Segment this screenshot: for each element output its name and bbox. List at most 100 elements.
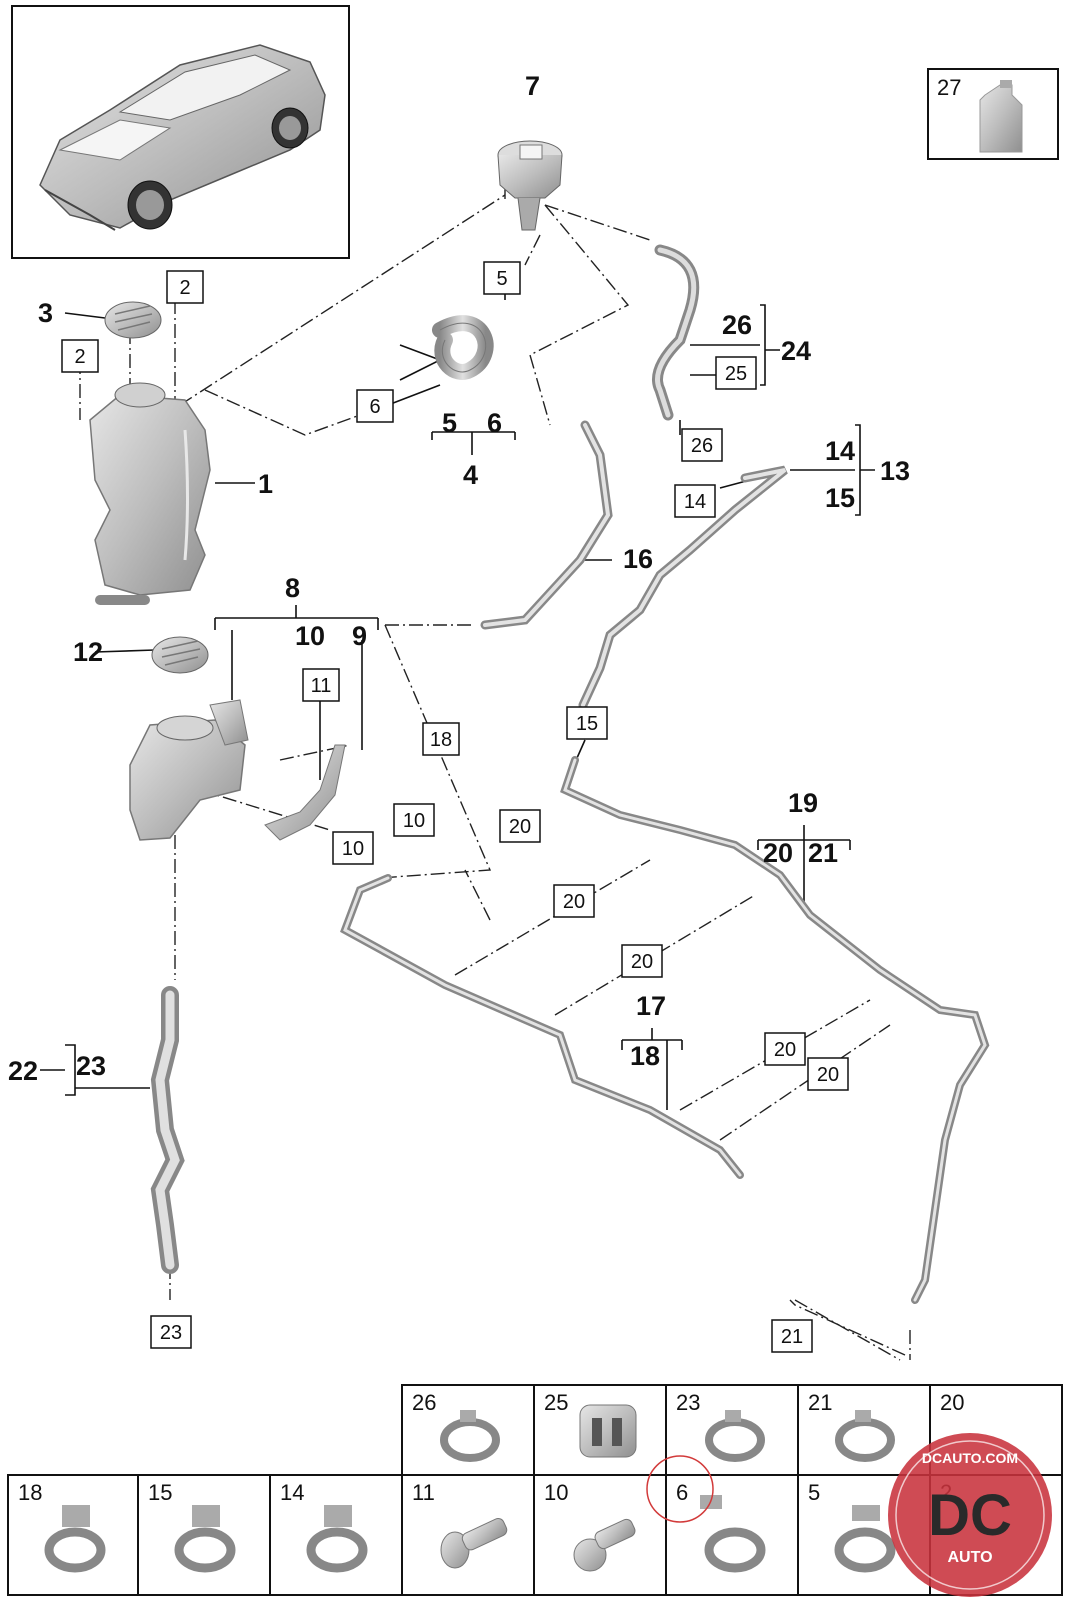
callout-20d: 20 xyxy=(764,1032,806,1066)
callout-26: 26 xyxy=(681,428,723,462)
callout-20c: 20 xyxy=(621,944,663,978)
svg-text:20: 20 xyxy=(774,1039,796,1061)
callout-21: 21 xyxy=(771,1319,813,1353)
watermark-logo: DC xyxy=(928,1483,1012,1548)
boxed-callouts: 2 2 5 6 25 26 14 11 18 15 10 10 20 20 20… xyxy=(61,261,849,1353)
clip-icon xyxy=(174,1505,236,1573)
svg-text:2: 2 xyxy=(74,346,85,368)
callout-20a: 20 xyxy=(499,809,541,843)
label-26: 26 xyxy=(722,310,752,340)
svg-text:10: 10 xyxy=(342,838,364,860)
bracket-10 xyxy=(264,744,346,841)
callout-2b: 2 xyxy=(61,339,99,373)
parts-table: 26 25 23 21 20 18 15 14 11 10 6 xyxy=(7,1384,1063,1596)
callout-20b: 20 xyxy=(553,884,595,918)
car-illustration xyxy=(39,44,326,231)
callout-15: 15 xyxy=(566,706,608,740)
svg-text:11: 11 xyxy=(311,675,332,697)
label-1: 1 xyxy=(258,469,273,499)
reservoir-8 xyxy=(129,699,249,841)
label-4: 4 xyxy=(463,460,478,490)
table-cell-14: 14 xyxy=(280,1480,304,1505)
svg-text:20: 20 xyxy=(563,891,585,913)
label-18: 18 xyxy=(630,1041,660,1071)
callout-20e: 20 xyxy=(807,1057,849,1091)
hose-24 xyxy=(652,244,700,421)
label-16: 16 xyxy=(623,544,653,574)
screw-icon xyxy=(440,1518,508,1569)
watermark-url: DCAUTO.COM xyxy=(922,1450,1018,1466)
table-cell-15: 15 xyxy=(148,1480,172,1505)
label-7: 7 xyxy=(525,71,540,101)
callout-18: 18 xyxy=(422,722,460,756)
clip-icon xyxy=(44,1505,106,1573)
cap-3 xyxy=(104,301,162,339)
coupling-icon xyxy=(579,1404,637,1458)
callout-23: 23 xyxy=(150,1315,192,1349)
svg-text:23: 23 xyxy=(160,1322,182,1344)
callout-14: 14 xyxy=(674,484,716,518)
callout-5: 5 xyxy=(483,261,521,295)
svg-text:2: 2 xyxy=(179,277,190,299)
dcauto-watermark: DCAUTO.COM DC AUTO xyxy=(888,1433,1052,1597)
table-cell-10: 10 xyxy=(544,1480,568,1505)
label-6: 6 xyxy=(487,408,502,438)
table-cell-21: 21 xyxy=(808,1390,832,1415)
label-19: 19 xyxy=(788,788,818,818)
label-12: 12 xyxy=(73,637,103,667)
callout-6: 6 xyxy=(356,389,394,423)
clip-icon xyxy=(306,1505,368,1573)
cap-12 xyxy=(151,636,209,674)
label-5: 5 xyxy=(442,408,457,438)
parts-table-top-row: 26 25 23 21 20 xyxy=(401,1384,1063,1476)
expansion-tank xyxy=(89,382,211,605)
table-cell-26: 26 xyxy=(412,1390,436,1415)
coolant-line-19 xyxy=(560,756,990,1304)
svg-text:10: 10 xyxy=(403,810,425,832)
svg-text:20: 20 xyxy=(631,951,653,973)
filler-neck-7 xyxy=(497,140,563,231)
svg-text:21: 21 xyxy=(781,1326,803,1348)
svg-text:20: 20 xyxy=(817,1064,839,1086)
svg-text:5: 5 xyxy=(496,268,507,290)
clip-icon xyxy=(834,1505,896,1573)
svg-text:15: 15 xyxy=(576,713,598,735)
table-cell-5: 5 xyxy=(808,1480,820,1505)
label-17: 17 xyxy=(636,991,666,1021)
hose-16 xyxy=(480,420,613,630)
svg-text:20: 20 xyxy=(509,816,531,838)
table-cell-20: 20 xyxy=(940,1390,964,1415)
clip-icon xyxy=(705,1410,765,1462)
callout-25: 25 xyxy=(715,356,757,390)
part-27-inset: 27 xyxy=(927,68,1059,160)
svg-text:18: 18 xyxy=(430,729,452,751)
leader-lines xyxy=(79,185,911,1361)
label-15: 15 xyxy=(825,483,855,513)
callout-11: 11 xyxy=(302,668,340,702)
coolant-bottle-icon xyxy=(979,80,1023,153)
callout-2a: 2 xyxy=(166,270,204,304)
label-14: 14 xyxy=(825,436,855,466)
clip-icon xyxy=(835,1410,895,1462)
table-cell-25: 25 xyxy=(544,1390,568,1415)
callout-10a: 10 xyxy=(393,803,435,837)
svg-text:25: 25 xyxy=(725,363,747,385)
table-cell-18: 18 xyxy=(18,1480,42,1505)
clip-icon xyxy=(440,1410,500,1462)
label-22: 22 xyxy=(8,1056,38,1086)
label-13: 13 xyxy=(880,456,910,486)
callout-10b: 10 xyxy=(332,831,374,865)
hose-4 xyxy=(432,315,494,380)
label-24: 24 xyxy=(781,336,811,366)
label-23: 23 xyxy=(76,1051,106,1081)
hose-22 xyxy=(150,986,185,1274)
label-21: 21 xyxy=(808,838,838,868)
part-27-label: 27 xyxy=(937,75,961,100)
label-9: 9 xyxy=(352,621,367,651)
label-10: 10 xyxy=(295,621,325,651)
table-cell-23: 23 xyxy=(676,1390,700,1415)
table-cell-11: 11 xyxy=(412,1480,435,1505)
watermark-subtext: AUTO xyxy=(947,1549,992,1566)
